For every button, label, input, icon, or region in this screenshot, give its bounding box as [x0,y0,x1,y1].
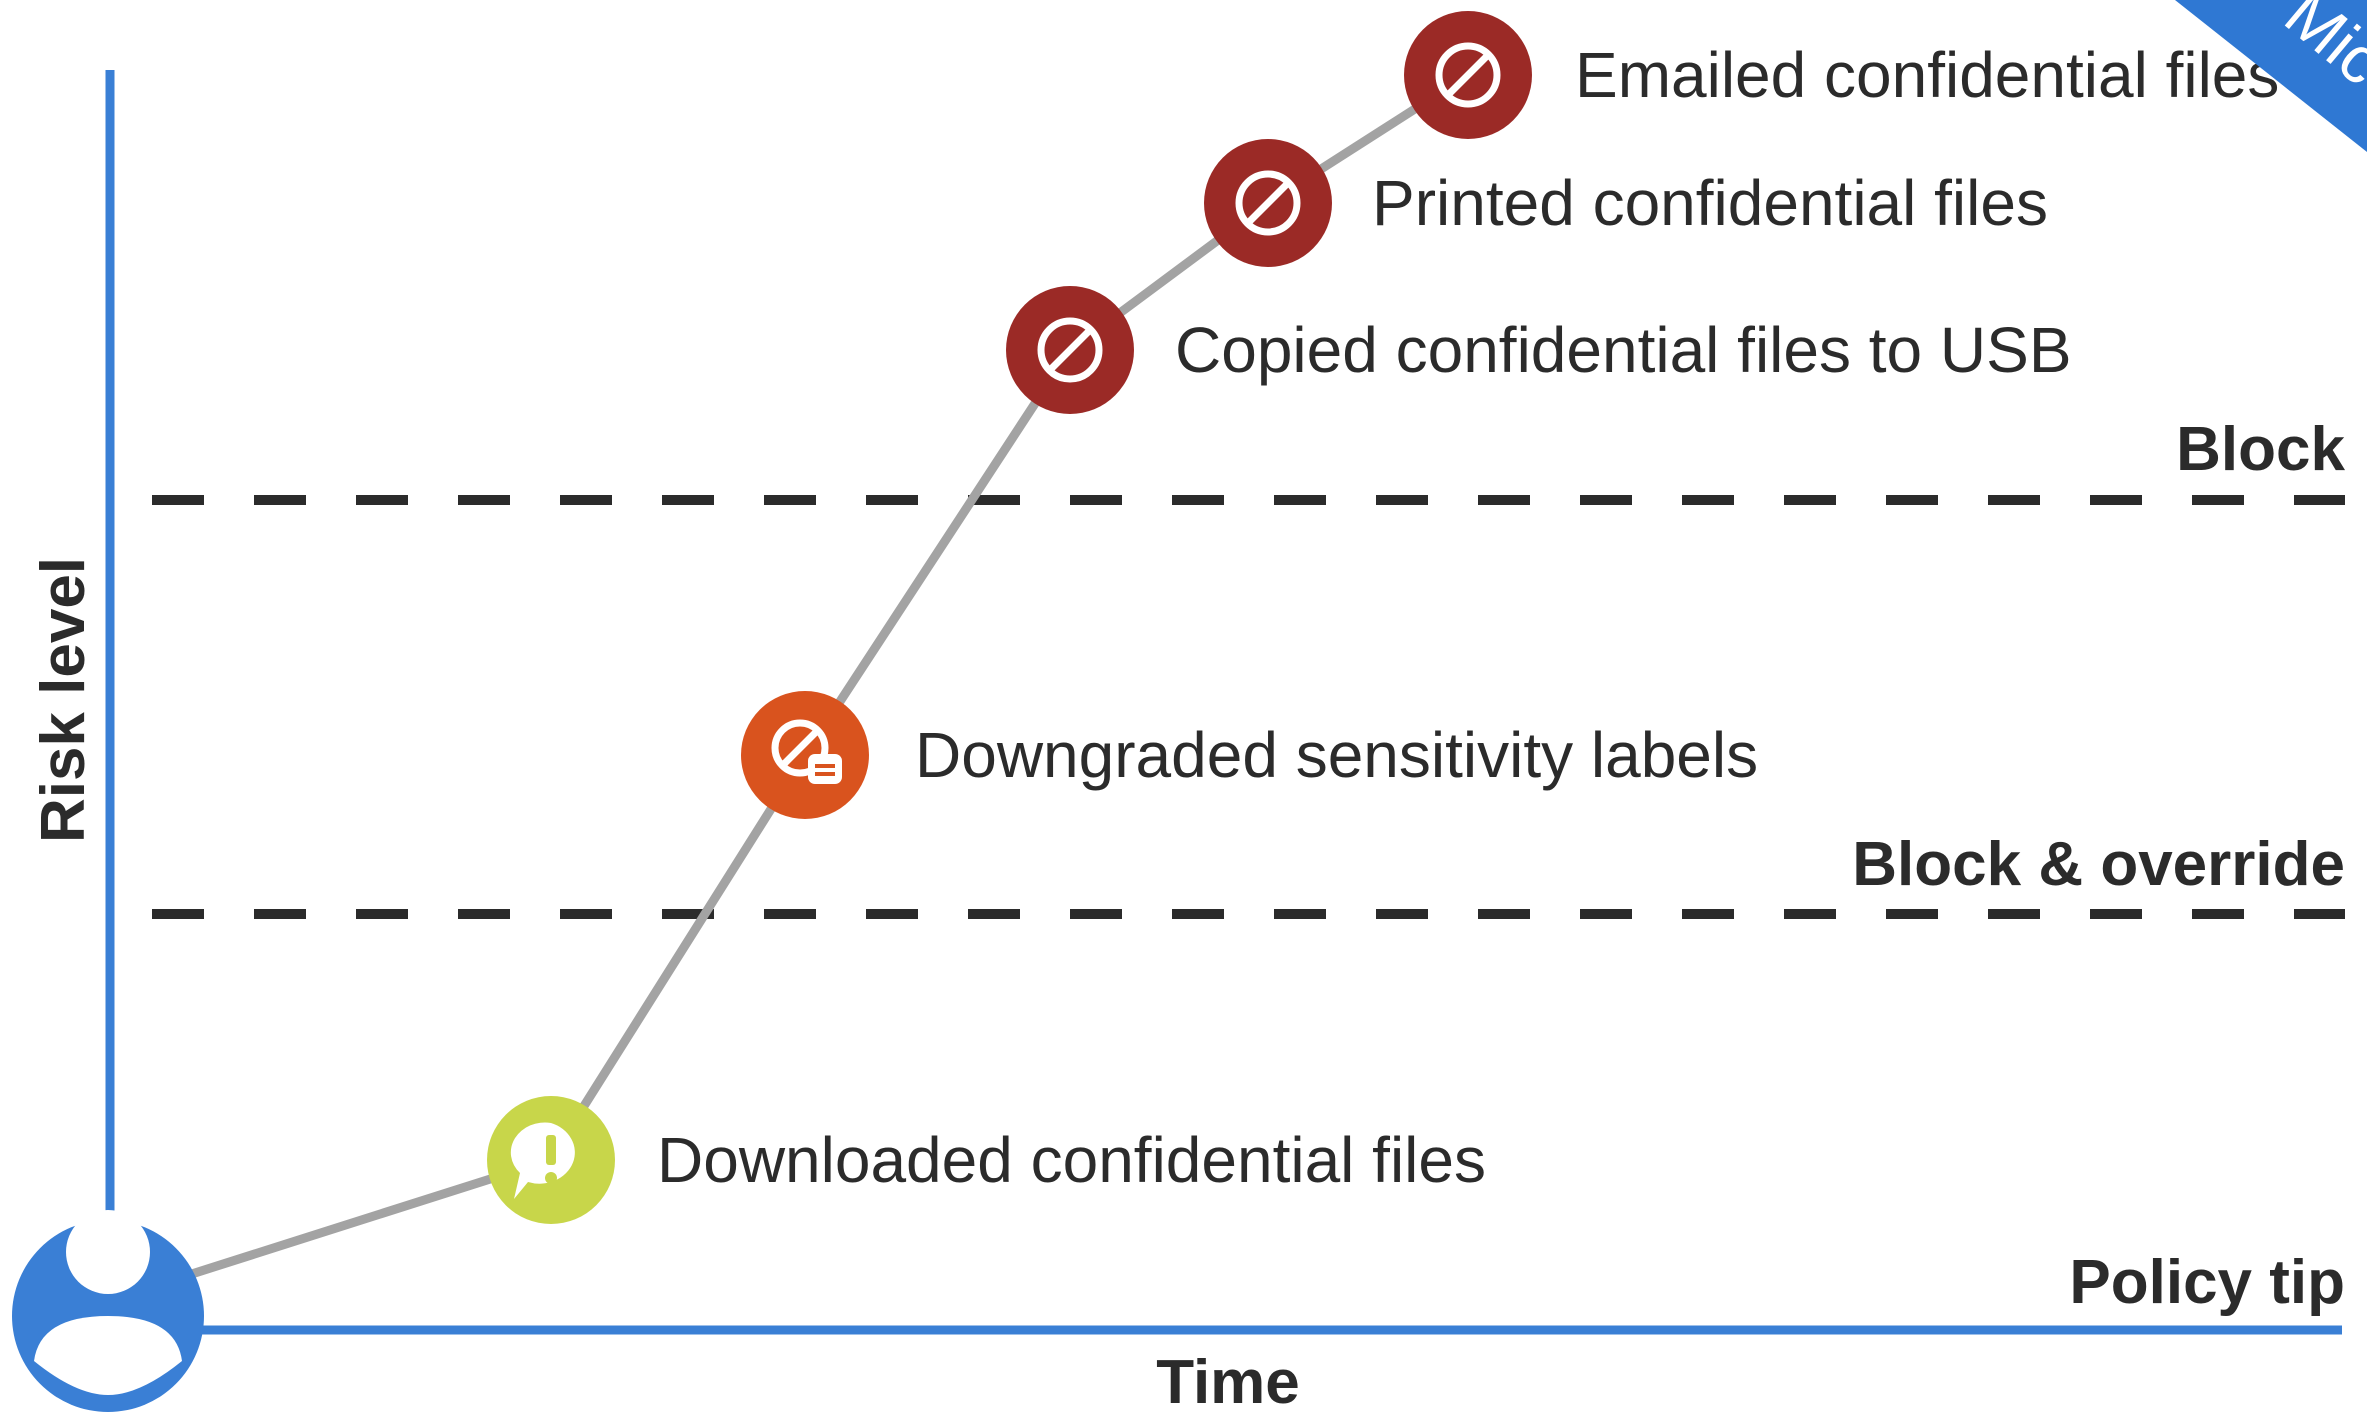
event-label-copied-usb: Copied confidential files to USB [1175,314,2072,386]
threshold-label-block-override: Block & override [1852,830,2345,899]
event-downgraded: Downgraded sensitivity labels [741,691,1758,819]
threshold-label-block: Block [2176,415,2345,484]
event-copied-usb: Copied confidential files to USB [1006,286,2072,414]
threshold-label-policy-tip: Policy tip [2069,1248,2345,1317]
event-downloaded: Downloaded confidential files [487,1096,1486,1224]
corner-ribbon: Mic [2175,0,2367,152]
block-icon [1204,139,1332,267]
event-label-printed: Printed confidential files [1372,167,2048,239]
event-emailed: Emailed confidential files [1404,11,2279,139]
y-axis-label: Risk level [29,557,98,843]
block-icon [1006,286,1134,414]
policy-tip-icon [487,1096,615,1224]
event-printed: Printed confidential files [1204,139,2048,267]
x-axis-label: Time [1156,1348,1300,1417]
event-label-downloaded: Downloaded confidential files [657,1124,1486,1196]
event-label-downgraded: Downgraded sensitivity labels [915,719,1758,791]
label-override-icon [741,691,869,819]
block-icon [1404,11,1532,139]
user-avatar-icon [12,1210,204,1412]
event-label-emailed: Emailed confidential files [1575,39,2279,111]
